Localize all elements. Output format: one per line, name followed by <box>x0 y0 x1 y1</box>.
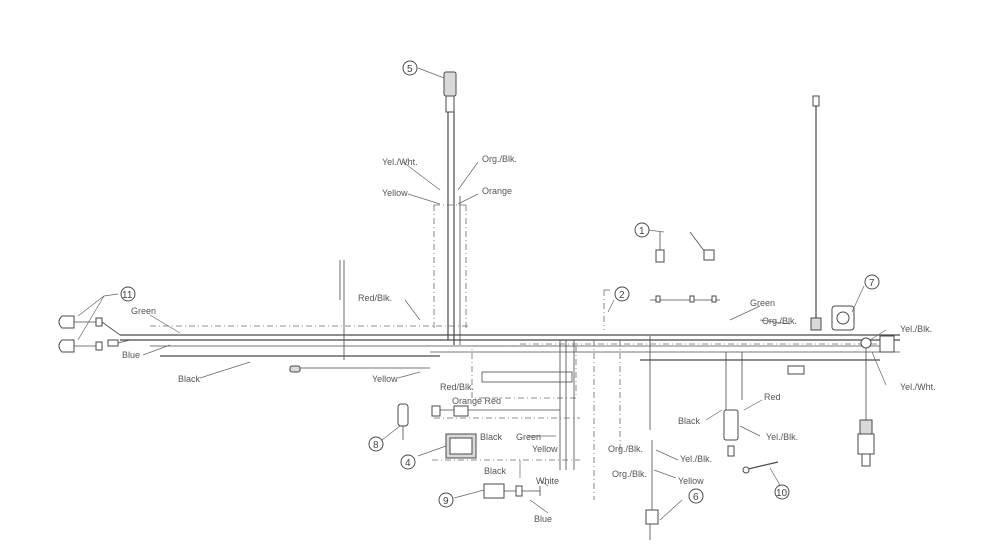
label-org-blk-low2: Org./Blk. <box>612 469 647 479</box>
callout-1: 1 <box>634 222 650 238</box>
label-red-blk-small: Red/Blk. <box>440 382 474 392</box>
label-yellow-top: Yellow <box>382 188 408 198</box>
label-yel-wht-far: Yel./Wht. <box>900 382 936 392</box>
label-yel-wht: Yel./Wht. <box>382 157 418 167</box>
callout-8: 8 <box>368 436 384 452</box>
left-headlights <box>58 293 131 353</box>
label-white: White <box>536 476 559 486</box>
callout-2: 2 <box>614 286 630 302</box>
label-yel-blk-low: Yel./Blk. <box>680 454 712 464</box>
callouts: 5 11 1 2 7 8 4 9 <box>120 60 880 508</box>
callout-10: 10 <box>774 484 790 500</box>
svg-text:5: 5 <box>407 64 413 75</box>
bottom-connector-6 <box>645 440 659 540</box>
solenoid-8 <box>397 403 409 440</box>
callout-7: 7 <box>864 274 880 290</box>
label-black-left: Black <box>178 374 201 384</box>
label-green-center: Green <box>516 432 541 442</box>
switch-7 <box>831 305 855 331</box>
headlight-upper <box>58 315 75 329</box>
ground-connector <box>289 365 301 373</box>
ground-strap-10 <box>742 461 779 474</box>
label-org-blk-top: Org./Blk. <box>482 154 517 164</box>
callout-6: 6 <box>688 488 704 504</box>
label-red-blk: Red/Blk. <box>358 293 392 303</box>
bottom-switch-9 <box>483 483 541 499</box>
label-yel-blk-right: Yel./Blk. <box>766 432 798 442</box>
svg-text:11: 11 <box>122 290 133 301</box>
callout-11: 11 <box>120 286 136 302</box>
label-yel-blk-far: Yel./Blk. <box>900 324 932 334</box>
right-vertical-wire <box>810 95 822 331</box>
fuse-1 <box>655 231 715 263</box>
top-harness <box>433 71 467 345</box>
callout-5-top: 5 <box>402 60 418 76</box>
top-connector <box>443 71 457 97</box>
label-black-center: Black <box>480 432 503 442</box>
svg-text:8: 8 <box>373 440 379 451</box>
bracket-2 <box>603 289 720 330</box>
wire-labels: Yel./Wht. Org./Blk. Yellow Orange Red/Bl… <box>122 154 936 524</box>
top-connector-body <box>445 95 455 113</box>
label-blue: Blue <box>122 350 140 360</box>
right-end-connector <box>857 335 895 467</box>
relay-module <box>723 352 743 457</box>
label-red-right: Red <box>764 392 781 402</box>
svg-text:2: 2 <box>619 290 625 301</box>
svg-text:10: 10 <box>776 488 788 499</box>
svg-text:1: 1 <box>639 226 645 237</box>
label-org-blk-low: Org./Blk. <box>608 444 643 454</box>
label-yellow-center: Yellow <box>532 444 558 454</box>
svg-text:6: 6 <box>693 492 699 503</box>
label-yellow-mid: Yellow <box>372 374 398 384</box>
label-org-blk-right: Org./Blk. <box>762 316 797 326</box>
callout-9: 9 <box>438 492 454 508</box>
label-orange-red: Orange Red <box>452 396 501 406</box>
label-green-left: Green <box>131 306 156 316</box>
leader-lines <box>142 67 887 521</box>
label-orange-top: Orange <box>482 186 512 196</box>
label-blue-bottom: Blue <box>534 514 552 524</box>
svg-text:4: 4 <box>405 458 411 469</box>
svg-text:9: 9 <box>443 496 449 507</box>
label-black-right: Black <box>678 416 701 426</box>
label-yellow-low: Yellow <box>678 476 704 486</box>
svg-text:7: 7 <box>869 278 875 289</box>
plug-small <box>431 405 469 417</box>
module-4 <box>445 433 477 459</box>
label-green-right: Green <box>750 298 775 308</box>
label-black-bottom: Black <box>484 466 507 476</box>
headlight-lower <box>58 339 75 353</box>
main-harness <box>120 325 900 369</box>
callout-4: 4 <box>400 454 416 470</box>
